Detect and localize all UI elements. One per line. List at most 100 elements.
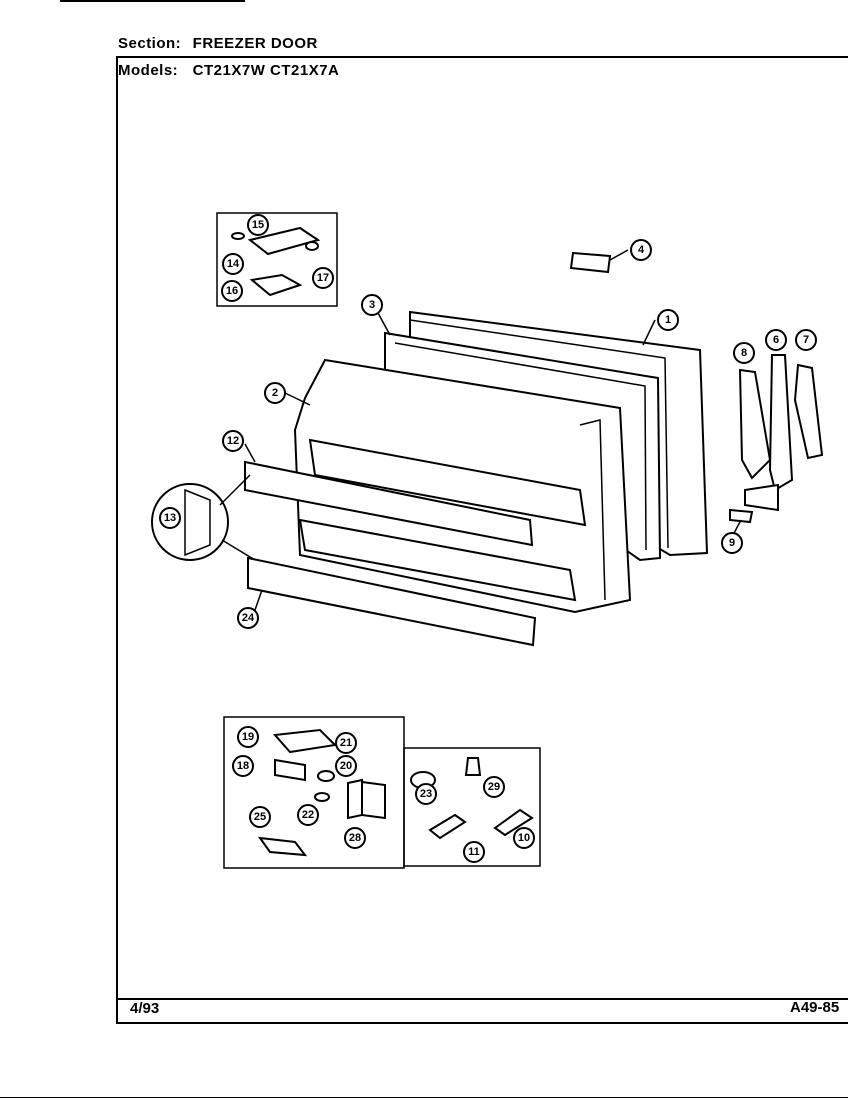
callout-18: 18 (232, 755, 254, 777)
part-clip-10 (493, 808, 534, 837)
detail-13-leader-b (221, 539, 256, 561)
callout-label: 23 (420, 788, 432, 800)
footer-date: 4/93 (130, 1000, 160, 1017)
part-hinge-plate-16 (249, 273, 303, 297)
section-value: FREEZER DOOR (192, 35, 318, 52)
callout-label: 21 (340, 737, 352, 749)
footer-rule (118, 998, 848, 1000)
callout-label: 9 (729, 537, 735, 549)
models-value: CT21X7W CT21X7A (192, 62, 340, 79)
leader-25 (254, 589, 263, 611)
liner-side-line (579, 419, 606, 601)
callout-label: 19 (242, 731, 254, 743)
callout-23: 23 (415, 783, 437, 805)
callout-label: 29 (488, 781, 500, 793)
top-rule (60, 0, 245, 2)
callout-3: 3 (361, 294, 383, 316)
part-label-4 (569, 251, 612, 274)
callout-label: 8 (741, 347, 747, 359)
part-hinge-19 (272, 728, 338, 754)
callout-label: 10 (518, 832, 530, 844)
callout-label: 17 (317, 272, 329, 284)
bottom-rule (0, 1097, 848, 1098)
part-clip-11 (428, 813, 467, 840)
callout-21: 21 (335, 732, 357, 754)
callout-7: 7 (795, 329, 817, 351)
part-handle-8 (738, 368, 772, 480)
callout-6: 6 (765, 329, 787, 351)
leader-12 (244, 443, 256, 463)
callout-label: 1 (665, 314, 671, 326)
callout-label: 3 (369, 299, 375, 311)
callout-label: 13 (164, 512, 176, 524)
models-label: Models: (118, 62, 179, 79)
callout-label: 22 (302, 809, 314, 821)
callout-label: 18 (237, 760, 249, 772)
leader-3 (377, 312, 391, 336)
part-bracket-9 (744, 483, 779, 512)
part-hinge-plate-15 (247, 226, 321, 256)
part-handle-6 (768, 354, 794, 492)
door-edge-line (409, 319, 669, 549)
part-hinge-29-a (347, 778, 363, 820)
callout-17: 17 (312, 267, 334, 289)
part-washer-17 (305, 241, 319, 251)
callout-label: 7 (803, 334, 809, 346)
callout-1: 1 (657, 309, 679, 331)
callout-22: 22 (297, 804, 319, 826)
gasket-inner-line (394, 342, 647, 551)
part-detail-13 (151, 483, 229, 561)
callout-9: 9 (721, 532, 743, 554)
callout-28: 28 (344, 827, 366, 849)
part-washer-23 (314, 792, 330, 802)
callout-19: 19 (237, 726, 259, 748)
callout-10: 10 (513, 827, 535, 849)
part-washer-21 (317, 770, 335, 782)
detail-13-inner (184, 488, 211, 557)
hardware-box (403, 747, 541, 867)
callout-12: 12 (222, 430, 244, 452)
part-hinge-18 (274, 758, 306, 782)
callout-16: 16 (221, 280, 243, 302)
callout-label: 4 (638, 244, 645, 256)
section-header: Section: FREEZER DOOR (118, 35, 318, 52)
callout-11: 11 (463, 841, 485, 863)
callout-label: 2 (272, 387, 278, 399)
hinge-inset-box (216, 212, 338, 307)
callout-label: 20 (340, 760, 352, 772)
callout-15: 15 (247, 214, 269, 236)
callout-label: 28 (349, 832, 361, 844)
part-shelf-rail-25 (247, 556, 537, 647)
part-handle-7 (793, 363, 824, 460)
section-label: Section: (118, 35, 182, 52)
diagram-frame (116, 56, 848, 1024)
callout-4: 4 (630, 239, 652, 261)
liner-upper-shelf (308, 438, 587, 527)
callout-13: 13 (159, 507, 181, 529)
part-plug-9 (464, 757, 482, 776)
part-plate-28 (257, 836, 308, 857)
callout-14: 14 (222, 253, 244, 275)
leader-2 (284, 392, 311, 406)
callout-label: 14 (227, 258, 240, 270)
part-bracket-9b (729, 508, 754, 524)
callout-label: 24 (242, 612, 255, 624)
callout-25: 25 (249, 806, 271, 828)
footer-page-code: A49-85 (790, 999, 840, 1016)
callout-label: 15 (252, 219, 264, 231)
callout-2: 2 (264, 382, 286, 404)
models-header: Models: CT21X7W CT21X7A (118, 62, 339, 79)
liner-lower-shelf (298, 518, 577, 602)
callout-label: 25 (254, 811, 266, 823)
callout-20: 20 (335, 755, 357, 777)
callout-label: 12 (227, 435, 239, 447)
callout-label: 11 (468, 846, 480, 858)
part-screw-14 (231, 232, 245, 240)
callout-label: 16 (226, 285, 238, 297)
callout-24: 24 (237, 607, 259, 629)
callout-8: 8 (733, 342, 755, 364)
callout-29: 29 (483, 776, 505, 798)
part-hinge-29-b (361, 780, 386, 820)
callout-label: 6 (773, 334, 779, 346)
